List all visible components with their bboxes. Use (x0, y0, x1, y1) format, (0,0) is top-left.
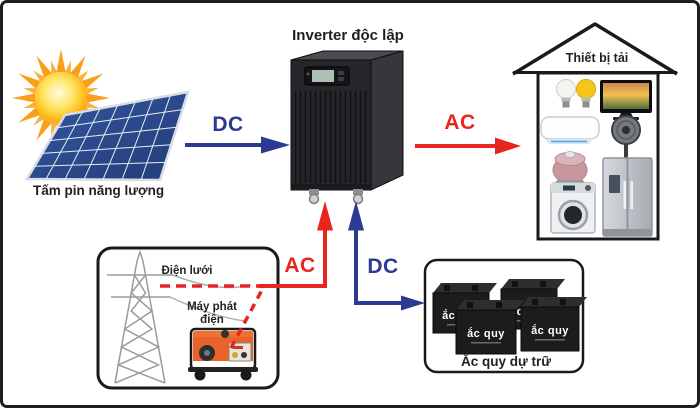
svg-text:ắc quy: ắc quy (531, 324, 569, 337)
battery-icon: ắc quy (520, 297, 587, 352)
grid-source-box (96, 246, 280, 390)
washing-machine-icon (550, 182, 596, 234)
ac-path-grid-to-inverter (160, 201, 333, 349)
dc-path-inverter-to-battery (348, 201, 425, 311)
inverter-title: Inverter độc lập (292, 27, 404, 44)
dc-arrow-solar-to-inverter (185, 136, 290, 154)
grid-label: Điện lưới (161, 265, 213, 277)
solar-panel-icon (24, 90, 190, 182)
ac-arrow-inverter-to-loads (415, 137, 521, 155)
generator-label: Máy phát điện (187, 301, 237, 327)
solar-panel-caption: Tấm pin năng lượng (33, 183, 165, 198)
dc-flow-label-solar: DC (212, 113, 244, 136)
sun-icon (12, 49, 110, 147)
battery-caption: Ắc quy dự trữ (460, 354, 552, 369)
battery-box: ắc quy ắc quy ắc quy ắc qu (423, 258, 587, 374)
battery-icon: ắc quy (455, 300, 524, 355)
generator-icon (188, 327, 258, 381)
inverter-caster-wheels (308, 189, 364, 205)
svg-text:ắc quy: ắc quy (467, 327, 505, 340)
refrigerator-icon (602, 157, 653, 237)
light-bulb-yellow-icon (576, 79, 596, 108)
light-bulb-icon (556, 79, 576, 108)
ac-flow-label-grid: AC (284, 254, 316, 277)
rice-cooker-icon (552, 151, 588, 184)
generator-dashed-line (229, 289, 264, 349)
inverter-image (290, 50, 404, 205)
load-house (512, 22, 678, 241)
air-conditioner-icon (540, 116, 600, 144)
house-caption: Thiết bị tải (565, 51, 629, 65)
diagram-art: ắc quy ắc quy ắc quy ắc qu (12, 22, 678, 390)
power-tower-icon (107, 249, 252, 384)
ac-flow-label-loads: AC (444, 111, 476, 134)
dc-flow-label-battery: DC (367, 255, 399, 278)
tv-icon (600, 80, 652, 120)
